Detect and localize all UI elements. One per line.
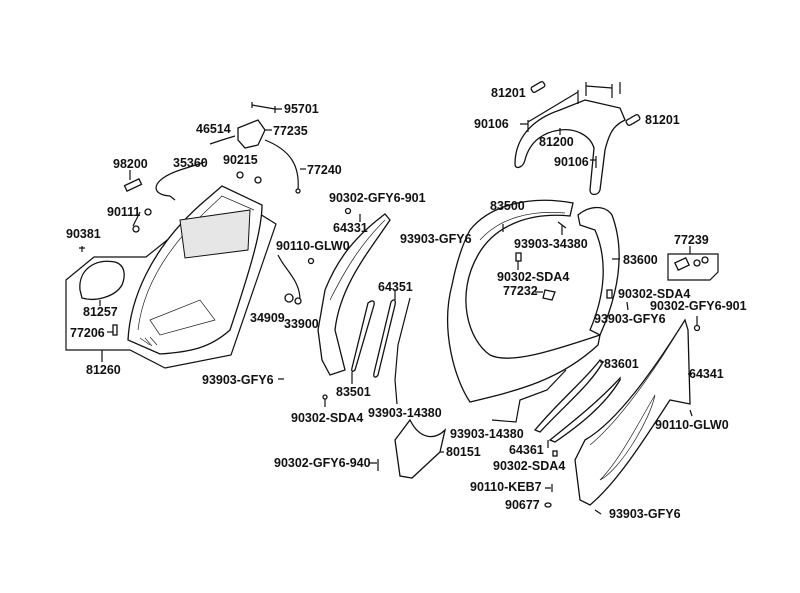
part-label-83600[interactable]: 83600 [623, 253, 658, 267]
part-label-93903-14380-right[interactable]: 93903-14380 [450, 427, 524, 441]
grip-81201-left [530, 80, 546, 94]
bracket-77232 [542, 289, 556, 301]
part-label-64331[interactable]: 64331 [333, 221, 368, 235]
part-label-90381[interactable]: 90381 [66, 227, 101, 241]
part-label-93903-gfy6-left[interactable]: 93903-GFY6 [202, 373, 274, 387]
part-label-34909[interactable]: 34909 [250, 311, 285, 325]
part-label-95701[interactable]: 95701 [284, 102, 319, 116]
part-label-81200[interactable]: 81200 [539, 135, 574, 149]
part-label-90215[interactable]: 90215 [223, 153, 258, 167]
screw-90381 [79, 246, 85, 252]
part-label-90302-gfy6-901-left[interactable]: 90302-GFY6-901 [329, 191, 426, 205]
screw-95701 [251, 102, 282, 113]
part-label-64341[interactable]: 64341 [689, 367, 724, 381]
cable-77240 [264, 139, 299, 191]
part-label-93903-34380[interactable]: 93903-34380 [514, 237, 588, 251]
harness-33900 [277, 254, 301, 301]
grip-81201-right [625, 113, 641, 127]
part-label-33900[interactable]: 33900 [284, 317, 319, 331]
part-label-90110-glw0-left[interactable]: 90110-GLW0 [276, 239, 350, 253]
part-label-90302-gfy6-901-right[interactable]: 90302-GFY6-901 [650, 299, 747, 313]
part-label-77239[interactable]: 77239 [674, 233, 709, 247]
strip-83601 [533, 359, 604, 433]
panel-80151 [394, 418, 447, 479]
part-label-77235[interactable]: 77235 [273, 124, 308, 138]
part-label-90677[interactable]: 90677 [505, 498, 540, 512]
part-label-93903-gfy6-mid[interactable]: 93903-GFY6 [400, 232, 472, 246]
part-label-64361[interactable]: 64361 [509, 443, 544, 457]
fuse-98200 [123, 178, 143, 192]
part-label-90110-glw0-right[interactable]: 90110-GLW0 [655, 418, 729, 432]
part-label-46514[interactable]: 46514 [196, 122, 231, 136]
strip-83501 [351, 300, 375, 372]
bolts-90106 [527, 82, 621, 123]
part-label-83601[interactable]: 83601 [604, 357, 639, 371]
part-label-81201-left[interactable]: 81201 [491, 86, 526, 100]
bolt-90111 [144, 208, 152, 216]
luggage-box-group-outline [65, 192, 277, 369]
cable-35360 [155, 161, 206, 197]
cover-81257 [79, 260, 125, 300]
part-label-77206[interactable]: 77206 [70, 326, 105, 340]
part-label-83501[interactable]: 83501 [336, 385, 371, 399]
clip-90677 [544, 502, 552, 508]
part-label-93903-gfy6-bottom[interactable]: 93903-GFY6 [609, 507, 681, 521]
part-label-90110-keb7[interactable]: 90110-KEB7 [470, 480, 542, 494]
lock-77235 [237, 119, 266, 149]
part-label-83500[interactable]: 83500 [490, 199, 525, 213]
part-label-90302-sda4-mid[interactable]: 90302-SDA4 [497, 270, 570, 284]
part-label-98200[interactable]: 98200 [113, 157, 148, 171]
part-label-90106-left[interactable]: 90106 [474, 117, 509, 131]
clip-77206 [112, 324, 118, 336]
side-cover-64341 [574, 318, 691, 506]
part-label-77232[interactable]: 77232 [503, 284, 538, 298]
part-label-81257[interactable]: 81257 [83, 305, 118, 319]
body-cover-83500 [446, 199, 601, 403]
clips-93903-14380-a [394, 297, 411, 405]
luggage-box-81260 [127, 185, 263, 355]
lock-cylinder-77239 [674, 256, 690, 272]
body-cover-83600 [577, 206, 620, 336]
spring-46514 [209, 135, 236, 145]
part-label-93903-gfy6-right[interactable]: 93903-GFY6 [594, 312, 666, 326]
part-label-35360[interactable]: 35360 [173, 156, 208, 170]
part-label-77240[interactable]: 77240 [307, 163, 342, 177]
part-label-81260[interactable]: 81260 [86, 363, 121, 377]
screw-90110-glw0-left [307, 257, 315, 265]
lockset-box-77239 [667, 253, 719, 281]
strip-64351 [373, 299, 396, 378]
part-label-90111[interactable]: 90111 [107, 205, 141, 219]
part-label-93903-14380-left[interactable]: 93903-14380 [368, 406, 442, 420]
part-label-80151[interactable]: 80151 [446, 445, 481, 459]
part-label-90302-gfy6-940[interactable]: 90302-GFY6-940 [274, 456, 371, 470]
part-label-90302-sda4-left[interactable]: 90302-SDA4 [291, 411, 364, 425]
part-label-90302-sda4-bottom[interactable]: 90302-SDA4 [493, 459, 566, 473]
part-label-81201-right[interactable]: 81201 [645, 113, 680, 127]
clips-93903-14380-b [491, 369, 567, 423]
strip-64361 [548, 376, 621, 443]
part-label-90106-right[interactable]: 90106 [554, 155, 589, 169]
part-label-90302-sda4-right[interactable]: 90302-SDA4 [618, 287, 691, 301]
inner-cover-64331 [317, 213, 391, 376]
nut-90215 [236, 171, 244, 179]
part-label-64351[interactable]: 64351 [378, 280, 413, 294]
